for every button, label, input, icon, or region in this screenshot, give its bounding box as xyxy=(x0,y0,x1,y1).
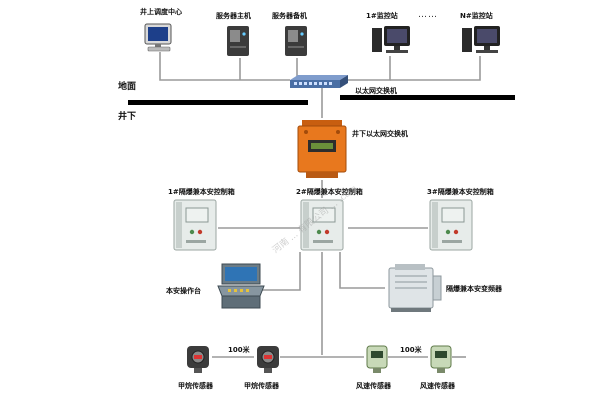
wind-sensor-1-icon xyxy=(364,344,390,374)
mine-ethernet-switch-icon xyxy=(296,118,348,180)
more-stations-ellipsis: …… xyxy=(418,10,438,20)
distance-left-label: 100米 xyxy=(228,346,250,354)
console-label: 本安操作台 xyxy=(166,287,201,295)
stationN-computer-icon xyxy=(460,24,504,56)
gas-sensor-2-icon xyxy=(254,344,282,374)
control-box-2-icon xyxy=(299,198,345,252)
ground-bar-left xyxy=(128,100,308,105)
gas-sensor-1-icon xyxy=(184,344,212,374)
ethernet-switch-icon xyxy=(288,74,350,90)
ground-bar-right xyxy=(340,95,515,100)
dispatch-computer-icon xyxy=(142,22,182,54)
ethernet-switch-label: 以太网交换机 xyxy=(355,87,397,95)
transformer-icon xyxy=(385,262,443,314)
mine-switch-label: 井下以太网交换机 xyxy=(352,130,408,138)
gas-sensor-2-label: 甲烷传感器 xyxy=(244,382,279,390)
transformer-label: 隔爆兼本安变频器 xyxy=(446,285,502,293)
distance-right-label: 100米 xyxy=(400,346,422,354)
control-box-3-label: 3#隔爆兼本安控制箱 xyxy=(427,188,494,196)
wind-sensor-2-icon xyxy=(428,344,454,374)
control-box-2-label: 2#隔爆兼本安控制箱 xyxy=(296,188,363,196)
wind-sensor-2-label: 风速传感器 xyxy=(420,382,455,390)
ground-label: 地面 xyxy=(118,82,137,92)
station1-label: 1#监控站 xyxy=(366,12,398,20)
control-box-1-label: 1#隔爆兼本安控制箱 xyxy=(168,188,235,196)
control-box-3-icon xyxy=(428,198,474,252)
server-backup-icon xyxy=(282,24,312,58)
dispatch-label: 井上调度中心 xyxy=(140,8,182,16)
control-box-1-icon xyxy=(172,198,218,252)
wind-sensor-1-label: 风速传感器 xyxy=(356,382,391,390)
console-icon xyxy=(216,262,266,310)
underground-label: 井下 xyxy=(118,112,137,122)
server-backup-label: 服务器备机 xyxy=(272,12,307,20)
server-main-label: 服务器主机 xyxy=(216,12,251,20)
station1-computer-icon xyxy=(370,24,414,56)
stationN-label: N#监控站 xyxy=(460,12,493,20)
server-main-icon xyxy=(224,24,254,58)
gas-sensor-1-label: 甲烷传感器 xyxy=(178,382,213,390)
